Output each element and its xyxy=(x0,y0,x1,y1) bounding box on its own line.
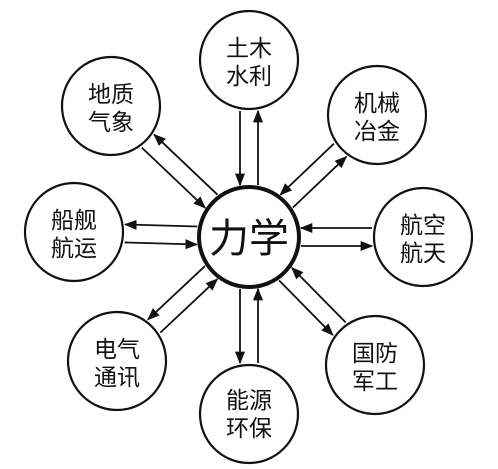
arrow-from-chuanjian xyxy=(124,239,199,250)
arrow-from-jixie xyxy=(279,143,335,196)
center-circle xyxy=(197,185,301,289)
node-dianqi: 电气 通讯 xyxy=(66,310,168,412)
node-label-line1: 能源 xyxy=(226,388,272,414)
arrow-to-guofang xyxy=(278,279,334,336)
node-label-line2: 冶金 xyxy=(354,119,400,145)
node-circle xyxy=(372,186,474,288)
node-circle xyxy=(23,181,125,283)
center-label: 力学 xyxy=(209,216,289,262)
node-label-line2: 环保 xyxy=(226,416,272,442)
node-circle xyxy=(198,363,300,465)
node-label-line2: 气象 xyxy=(88,110,134,136)
arrow-to-dianqi xyxy=(147,265,206,321)
node-label-line1: 机械 xyxy=(354,91,400,117)
node-tumu: 土木 水利 xyxy=(198,9,300,111)
node-label-line1: 电气 xyxy=(94,337,140,363)
arrow-from-guofang xyxy=(291,266,347,323)
node-label-line1: 船舰 xyxy=(51,208,97,234)
arrows-group xyxy=(123,109,374,365)
node-circle xyxy=(324,314,426,416)
node-label-line2: 航天 xyxy=(400,241,446,267)
node-label-line1: 航空 xyxy=(400,213,446,239)
arrow-from-dianqi xyxy=(159,278,219,334)
node-dizhi: 地质 气象 xyxy=(60,55,162,157)
node-label-line2: 航运 xyxy=(51,236,97,262)
node-circle xyxy=(60,55,162,157)
node-hangkong: 航空 航天 xyxy=(372,186,474,288)
node-circle xyxy=(198,9,300,111)
node-label-line2: 军工 xyxy=(352,369,398,395)
node-label-line1: 国防 xyxy=(352,341,398,367)
node-circle xyxy=(66,310,168,412)
node-label-line1: 土木 xyxy=(226,36,272,62)
node-label-line2: 水利 xyxy=(226,64,272,90)
arrow-to-chuanjian xyxy=(123,219,198,230)
node-chuanjian: 船舰 航运 xyxy=(23,181,125,283)
center-node: 力学 xyxy=(197,185,301,289)
node-jixie: 机械 冶金 xyxy=(326,64,428,166)
node-circle xyxy=(326,64,428,166)
arrow-to-dizhi xyxy=(153,133,219,196)
arrow-from-dizhi xyxy=(141,146,207,209)
arrow-to-jixie xyxy=(292,155,348,209)
node-nengyuan: 能源 环保 xyxy=(198,363,300,465)
node-guofang: 国防 军工 xyxy=(324,314,426,416)
node-label-line1: 地质 xyxy=(88,82,134,108)
node-label-line2: 通讯 xyxy=(94,365,140,391)
